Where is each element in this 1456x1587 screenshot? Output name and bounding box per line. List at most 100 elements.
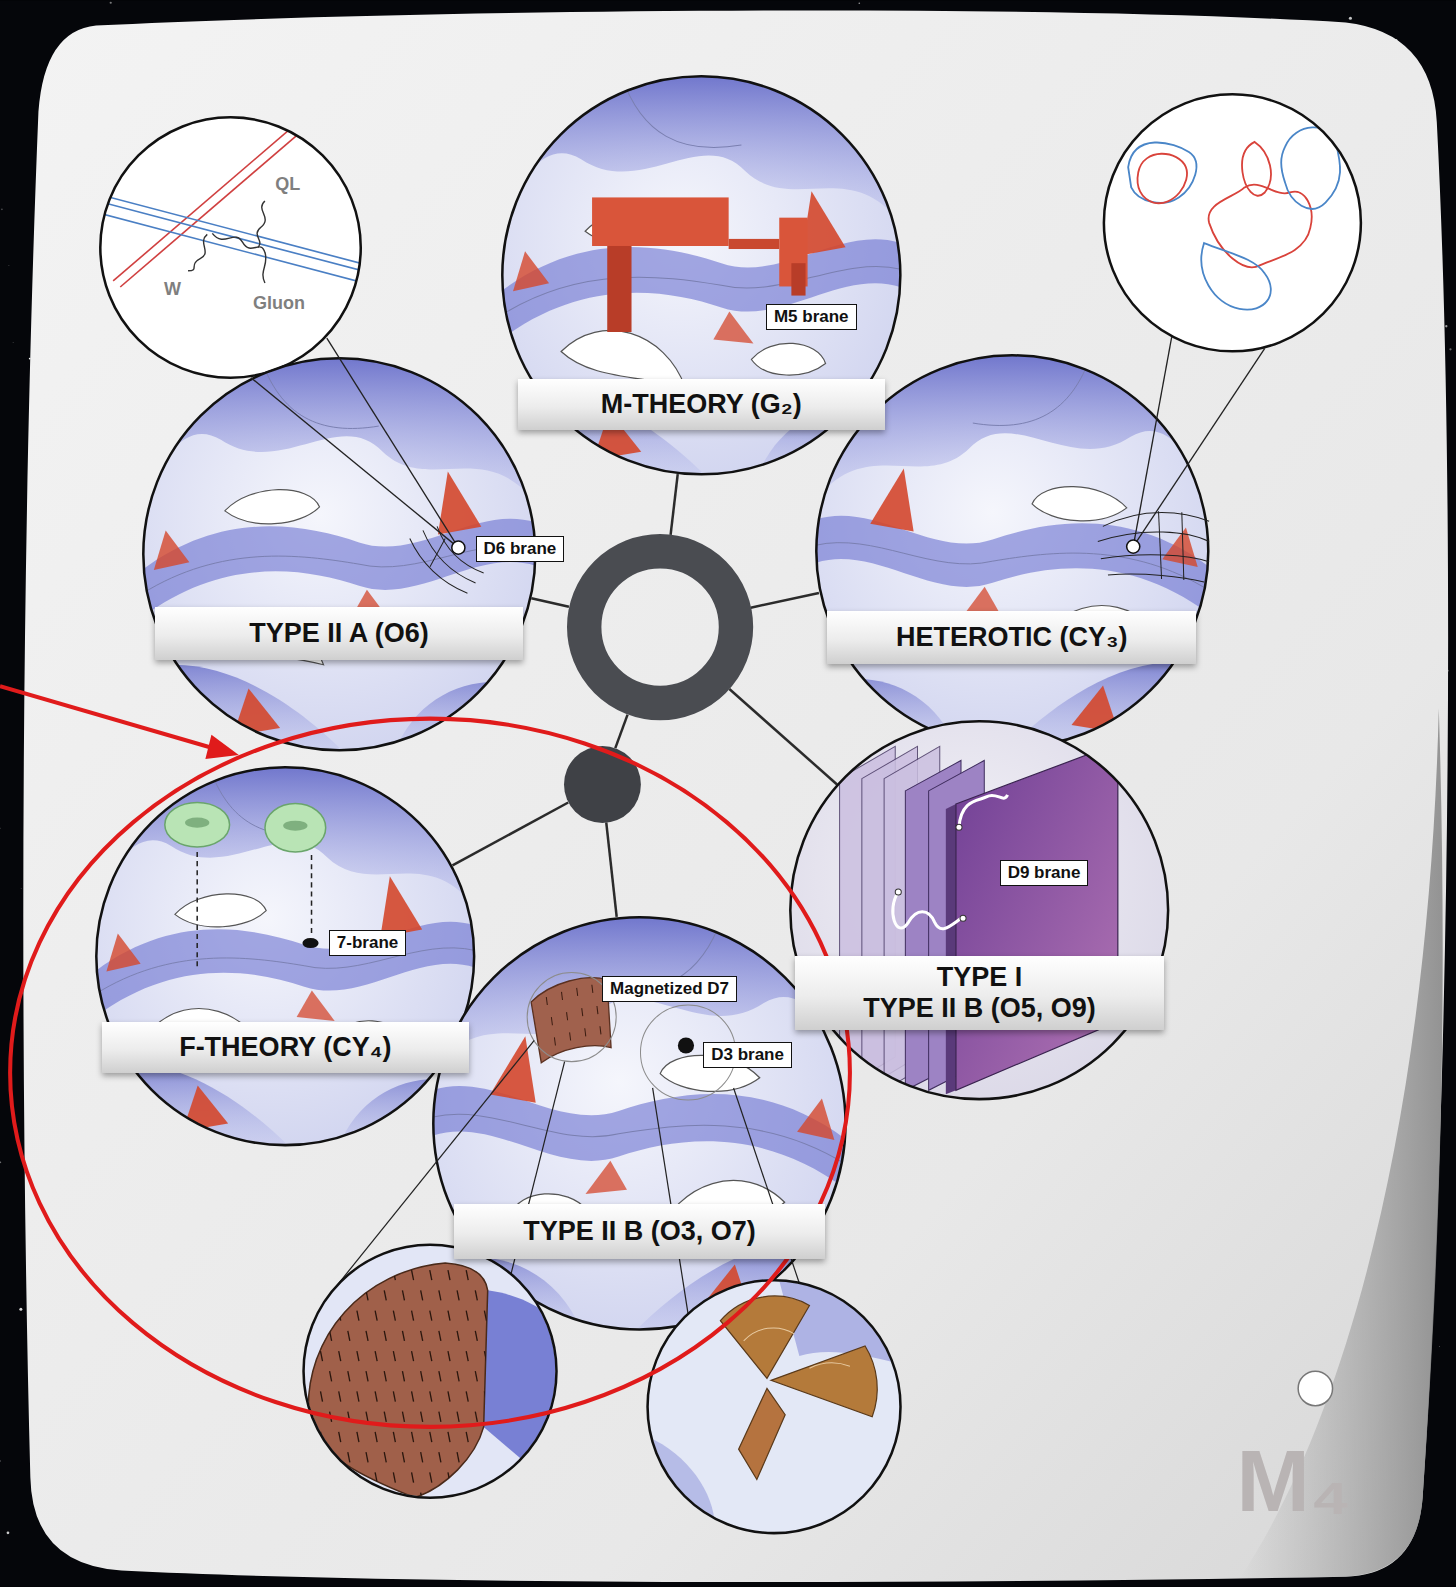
purple-shade bbox=[394, 682, 536, 752]
flux-mark bbox=[402, 1412, 404, 1422]
white-hole bbox=[660, 1055, 760, 1091]
flux-mark bbox=[412, 1311, 414, 1321]
flux-mark bbox=[494, 1290, 496, 1300]
m5-brane bbox=[607, 246, 631, 332]
flux-mark bbox=[402, 1331, 404, 1341]
star bbox=[1, 209, 3, 211]
zoom-circle bbox=[1104, 94, 1361, 351]
flux-mark bbox=[475, 1371, 477, 1381]
flux-mark bbox=[475, 1290, 477, 1300]
theory-name: TYPE II A (O6) bbox=[167, 618, 510, 649]
brane-label: M5 brane bbox=[766, 304, 857, 330]
shape-outline bbox=[789, 720, 1169, 1100]
theory-circle: D6 braneTYPE II A (O6) bbox=[142, 357, 537, 752]
manifold-surface bbox=[142, 357, 537, 752]
flux-mark bbox=[348, 1452, 350, 1462]
red-accent bbox=[183, 1086, 229, 1132]
shape-outline bbox=[564, 746, 641, 823]
brane-label: Magnetized D7 bbox=[602, 976, 737, 1002]
red-accent bbox=[797, 1098, 834, 1139]
star bbox=[20, 888, 22, 890]
flux-mark bbox=[457, 1331, 459, 1341]
flux-mark bbox=[494, 1452, 496, 1462]
flux-mark bbox=[339, 1270, 341, 1280]
flux-mark bbox=[466, 1391, 468, 1401]
circle-outline bbox=[502, 76, 900, 474]
flux-mark bbox=[582, 1008, 583, 1016]
flux-mark bbox=[570, 1032, 571, 1040]
quark-line bbox=[120, 115, 320, 287]
flux-mark bbox=[448, 1351, 450, 1361]
flux-mark bbox=[330, 1452, 332, 1462]
brane-name: D6 brane bbox=[484, 539, 557, 558]
purple-band bbox=[95, 922, 475, 1017]
purple-shade bbox=[95, 1063, 289, 1147]
star bbox=[1449, 348, 1451, 350]
surface-ground bbox=[95, 766, 475, 1146]
circle-outline bbox=[816, 355, 1208, 747]
shape-outline bbox=[95, 766, 475, 1146]
flux-mark bbox=[384, 1452, 386, 1462]
theory-link bbox=[729, 689, 837, 784]
hub-dot bbox=[564, 746, 641, 823]
flux-mark bbox=[375, 1311, 377, 1321]
flux-mark bbox=[330, 1493, 332, 1503]
red-accent bbox=[490, 1036, 536, 1102]
flux-mark bbox=[475, 1331, 477, 1341]
flux-mark bbox=[457, 1371, 459, 1381]
flux-mark bbox=[448, 1472, 450, 1482]
hub-ring bbox=[567, 534, 753, 720]
flux-mark bbox=[439, 1331, 441, 1341]
flux-mark bbox=[430, 1270, 432, 1280]
flux-mark bbox=[466, 1472, 468, 1482]
star bbox=[19, 1308, 22, 1311]
flux-mark bbox=[567, 1012, 568, 1020]
brane-label: D9 brane bbox=[1000, 860, 1089, 886]
closed-string bbox=[1242, 142, 1271, 196]
red-accent bbox=[153, 531, 189, 570]
red-accent bbox=[801, 191, 845, 255]
flux-mark bbox=[339, 1311, 341, 1321]
flux-mark bbox=[393, 1311, 395, 1321]
flux-mark bbox=[366, 1371, 368, 1381]
flux-mark bbox=[348, 1331, 350, 1341]
flux-mark bbox=[384, 1331, 386, 1341]
fiber-drop bbox=[311, 855, 313, 933]
flux-mark bbox=[375, 1432, 377, 1442]
manifold-surface bbox=[95, 766, 475, 1146]
flux-mark bbox=[357, 1270, 359, 1280]
brane-point bbox=[452, 541, 465, 554]
brane-name: D9 brane bbox=[1008, 863, 1081, 882]
flux-mark bbox=[448, 1311, 450, 1321]
flux-mark bbox=[339, 1391, 341, 1401]
circle-outline bbox=[433, 917, 845, 1329]
red-accent bbox=[713, 311, 753, 343]
flux-mark bbox=[375, 1391, 377, 1401]
wedge-arc bbox=[744, 1328, 850, 1368]
d9-plate bbox=[956, 744, 1118, 1091]
circle-outline bbox=[96, 767, 474, 1145]
white-hole bbox=[175, 894, 266, 927]
purple-shade bbox=[815, 354, 1210, 502]
flux-mark bbox=[357, 1311, 359, 1321]
flux-mark bbox=[384, 1493, 386, 1503]
label-band: TYPE ITYPE II B (O5, O9) bbox=[795, 956, 1163, 1030]
brane-label: 7-brane bbox=[329, 930, 406, 956]
flux-mark bbox=[475, 1452, 477, 1462]
flux-mark bbox=[466, 1432, 468, 1442]
flux-mark bbox=[592, 984, 593, 992]
fiber-torus bbox=[165, 802, 230, 847]
flux-mark bbox=[384, 1412, 386, 1422]
particle-label: Gluon bbox=[253, 293, 305, 314]
theory-link bbox=[606, 822, 616, 917]
flux-mark bbox=[457, 1412, 459, 1422]
purple-shade bbox=[432, 916, 847, 1072]
flux-mark bbox=[439, 1290, 441, 1300]
flux-mark bbox=[494, 1412, 496, 1422]
red-accent bbox=[586, 1160, 627, 1193]
flux-mark bbox=[320, 1351, 322, 1361]
flux-mark bbox=[375, 1270, 377, 1280]
closed-string bbox=[1201, 243, 1270, 310]
theory-name: HETEROTIC (CY₃) bbox=[839, 622, 1184, 653]
